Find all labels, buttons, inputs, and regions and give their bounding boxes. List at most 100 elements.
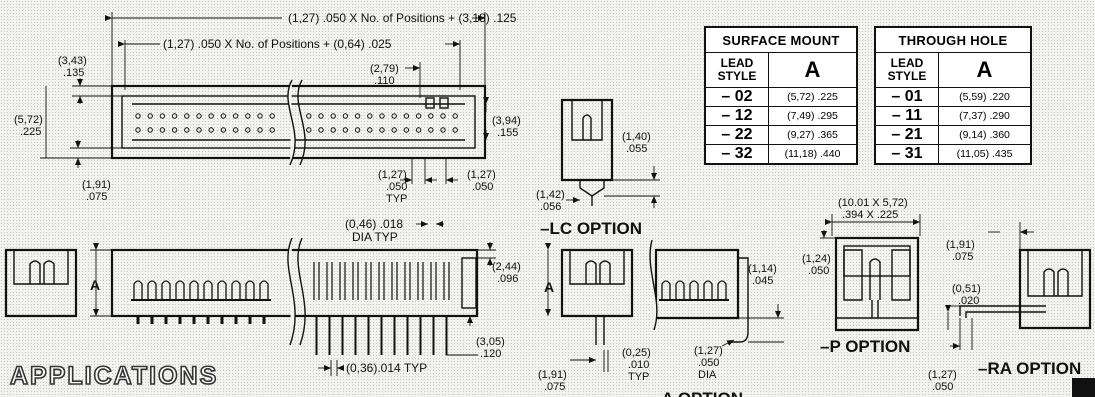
lead-code: – 31 (874, 144, 939, 165)
lead-code: – 21 (874, 125, 939, 145)
lead-value: (9,14) .360 (938, 125, 1032, 145)
dim-394-mm: (3,94) (492, 115, 521, 127)
dim-572-in: .225 (20, 126, 41, 138)
dim-036: (0,36).014 TYP (346, 361, 427, 375)
pin-hole (354, 113, 361, 119)
pin-hole (196, 113, 202, 119)
dim-ra-051-in: .020 (958, 295, 979, 307)
dim-279-in: .110 (374, 75, 395, 87)
p-hatch-left (843, 249, 863, 301)
pin-hole (171, 127, 178, 133)
dim-244-in: .096 (497, 273, 518, 285)
dim-a-191-in: .075 (544, 381, 565, 393)
dim-lc-140-in: .055 (626, 143, 647, 155)
dim-a-114-in: .045 (752, 275, 773, 287)
break-line (287, 237, 296, 346)
surface-mount-title: SURFACE MOUNT (704, 26, 858, 53)
pin-hole (403, 113, 410, 119)
pin-hole (318, 113, 324, 119)
dim-pitch-mm: (1,27) (378, 169, 407, 181)
pin-hole (269, 127, 275, 133)
a-option-pin-profile (675, 280, 685, 301)
dim-p-top-in: .394 X .225 (842, 209, 898, 221)
dim-343-mm: (3,43) (58, 55, 87, 67)
pin-hole (159, 127, 166, 133)
pin-hole (440, 113, 446, 119)
lead-value: (11,05) .435 (938, 144, 1032, 165)
a-option-contact (599, 260, 611, 284)
pin-hole (452, 113, 458, 119)
lead-value: (9,27) .365 (768, 125, 858, 145)
a-option-side-pins (659, 280, 729, 301)
pin-hole (269, 113, 275, 119)
lead-code: – 02 (704, 87, 769, 107)
dim-ra-191-in: .075 (952, 251, 973, 263)
pin-hole (257, 113, 263, 119)
a-header: A (768, 52, 858, 88)
dim-ra-127-mm: (1,27) (928, 369, 957, 381)
ra-option-view: (1,91) .075 (0,51) .020 (1,27) .050 –RA … (928, 222, 1092, 393)
lc-option-view: (1,40) .055 (1,42) .056 –LC OPTION (536, 98, 660, 238)
housing-outline (110, 84, 487, 160)
a-option-pin-profile (717, 280, 727, 301)
top-view: (1,27) .050 X No. of Positions + (3,18) … (14, 11, 521, 205)
side-a-label: A (90, 277, 100, 293)
side-pin (189, 280, 199, 301)
pin-hole (220, 113, 227, 119)
dim-a-127-mm: (1,27) (694, 345, 723, 357)
pin-hole (171, 113, 178, 119)
dim-046: (0,46) .018 (345, 217, 403, 231)
pin-hole (184, 127, 190, 133)
pin-hole (342, 127, 349, 133)
a-option-a-label: A (544, 279, 554, 295)
dim-305-mm: (3,05) (476, 336, 505, 348)
side-pin (147, 280, 157, 301)
side-pin (259, 280, 269, 301)
dim-a-191-mm: (1,91) (538, 369, 567, 381)
lead-code: – 22 (704, 125, 769, 145)
dim-lc-142-mm: (1,42) (536, 189, 565, 201)
dim-191-mm: (1,91) (82, 179, 111, 191)
side-pin (231, 280, 241, 301)
ra-housing (1018, 248, 1092, 330)
pin-hole (196, 127, 202, 133)
dim-pitch-typ: TYP (386, 193, 407, 205)
side-section-hatch (461, 257, 477, 309)
p-option-label: –P OPTION (820, 337, 910, 356)
pin-hole (159, 113, 166, 119)
p-option-view: (10.01 X 5,72) .394 X .225 (1,24) .050 –… (802, 197, 921, 356)
dim-ra-191-mm: (1,91) (946, 239, 975, 251)
pin-hole (232, 113, 239, 119)
pin-hole (379, 127, 385, 133)
side-pin (217, 280, 227, 301)
lc-contact (582, 114, 592, 140)
pin-hole (391, 113, 397, 119)
side-view: A (0,46) .018 DIA TYP (2,44) .096 (3,05)… (90, 217, 521, 376)
p-housing (834, 236, 920, 332)
pin-hole (440, 127, 446, 133)
dim-046-typ: DIA TYP (352, 230, 398, 244)
lead-value: (5,59) .220 (938, 87, 1032, 107)
dim-inner: (1,27) .050 X No. of Positions + (0,64) … (163, 37, 392, 51)
polarization-key (439, 97, 449, 109)
side-pin (161, 280, 171, 301)
lead-code: – 11 (874, 106, 939, 126)
pin-hole (342, 113, 349, 119)
pin-hole (415, 127, 422, 133)
p-contact (869, 258, 881, 300)
dim-end-in: .050 (472, 181, 493, 193)
dim-lc-140-mm: (1,40) (622, 131, 651, 143)
applications-heading: APPLICATIONS (9, 361, 219, 391)
pin-hole (330, 127, 336, 133)
pin-hole (135, 113, 141, 119)
a-option-contact (585, 260, 597, 284)
dim-p-top-mm: (10.01 X 5,72) (838, 197, 908, 209)
end-view-cavity (13, 250, 69, 285)
dim-p-124-in: .050 (808, 265, 829, 277)
break-line (297, 237, 306, 346)
pin-hole (232, 127, 239, 133)
dim-a-025-mm: (0,25) (622, 347, 651, 359)
dim-arrow (721, 339, 735, 347)
through-hole-title: THROUGH HOLE (874, 26, 1032, 53)
